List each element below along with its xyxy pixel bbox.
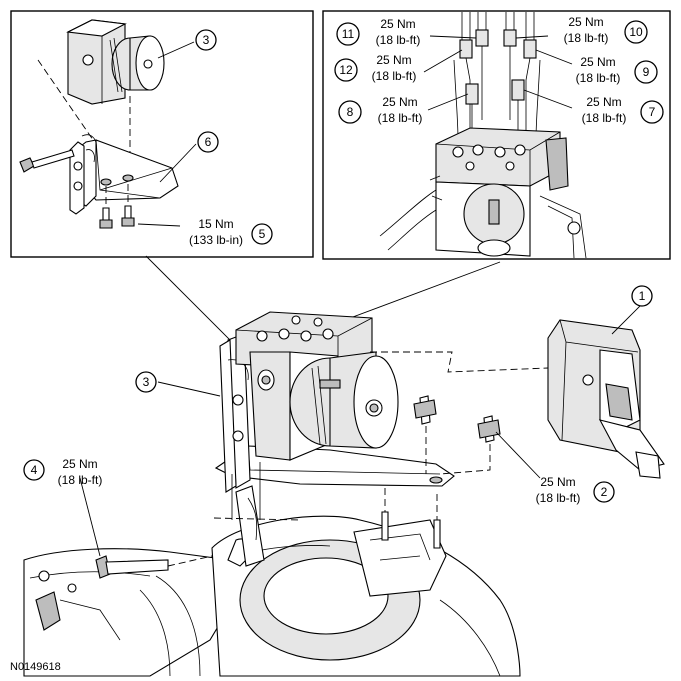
svg-text:9: 9 <box>643 65 650 79</box>
mounting-studs <box>381 488 441 549</box>
torque-2-imperial: (18 lb-ft) <box>536 491 581 505</box>
brake-tube-detail-inset <box>322 10 671 260</box>
inset-side-bolt <box>19 149 75 173</box>
callout-8: 8 25 Nm (18 lb-ft) <box>338 95 423 125</box>
inset-module-top <box>66 19 127 37</box>
subframe-and-crossmember <box>23 515 521 677</box>
leader-callout-3 <box>157 381 221 397</box>
torque-11-imperial: (18 lb-ft) <box>376 33 421 47</box>
torque-10-imperial: (18 lb-ft) <box>564 31 609 45</box>
bracket-nut-1 <box>413 395 437 474</box>
svg-text:6: 6 <box>205 135 212 149</box>
leader-callout-1 <box>611 303 643 335</box>
torque-2-metric: 25 Nm <box>540 475 575 489</box>
brake-tubes <box>453 12 541 141</box>
leader-callout-4 <box>79 477 101 557</box>
callout-2: 2 25 Nm (18 lb-ft) <box>536 475 615 505</box>
callout-6: 6 <box>197 131 219 153</box>
torque-11-metric: 25 Nm <box>380 17 415 31</box>
svg-text:4: 4 <box>31 463 38 477</box>
torque-12-imperial: (18 lb-ft) <box>372 69 417 83</box>
callout-5: 5 15 Nm (133 lb-in) <box>189 217 273 247</box>
callout-3-main: 3 <box>135 371 157 393</box>
torque-12-metric: 25 Nm <box>376 53 411 67</box>
callout-7: 7 25 Nm (18 lb-ft) <box>582 95 664 125</box>
svg-text:2: 2 <box>601 485 608 499</box>
svg-text:3: 3 <box>203 33 210 47</box>
torque-7-metric: 25 Nm <box>586 95 621 109</box>
torque-9-metric: 25 Nm <box>580 55 615 69</box>
callout-9: 9 25 Nm (18 lb-ft) <box>576 55 658 85</box>
bracket-detail-inset <box>10 10 314 258</box>
svg-text:11: 11 <box>342 27 355 41</box>
svg-text:10: 10 <box>629 25 643 39</box>
torque-10-metric: 25 Nm <box>568 15 603 29</box>
bracket-nut-2 <box>439 415 501 475</box>
svg-text:8: 8 <box>347 105 354 119</box>
torque-9-imperial: (18 lb-ft) <box>576 71 621 85</box>
svg-text:5: 5 <box>259 227 266 241</box>
callout-10: 10 25 Nm (18 lb-ft) <box>564 15 648 45</box>
torque-5-imperial: (133 lb-in) <box>189 233 243 247</box>
leader-callout-2 <box>495 431 541 479</box>
callout-4: 4 25 Nm (18 lb-ft) <box>23 457 103 487</box>
torque-4-imperial: (18 lb-ft) <box>58 473 103 487</box>
inset-bottom-bolt-2 <box>121 205 135 227</box>
torque-5-metric: 15 Nm <box>198 217 233 231</box>
main-exploded-view <box>23 255 665 677</box>
torque-7-imperial: (18 lb-ft) <box>582 111 627 125</box>
abs-module-block <box>249 351 291 461</box>
callout-11: 11 25 Nm (18 lb-ft) <box>336 17 421 47</box>
svg-text:12: 12 <box>339 63 353 77</box>
bolt-alignment-line <box>213 517 301 521</box>
torque-4-metric: 25 Nm <box>62 457 97 471</box>
callout-3-inset: 3 <box>195 29 217 51</box>
electronic-control-module <box>547 319 665 479</box>
svg-text:3: 3 <box>143 375 150 389</box>
inset-bottom-bolt-1 <box>99 207 113 229</box>
figure-code: N0149618 <box>10 661 61 673</box>
torque-8-metric: 25 Nm <box>382 95 417 109</box>
torque-8-imperial: (18 lb-ft) <box>378 111 423 125</box>
callout-1: 1 <box>631 285 653 307</box>
svg-text:7: 7 <box>649 105 656 119</box>
callout-12: 12 25 Nm (18 lb-ft) <box>334 53 417 83</box>
inset-connector <box>545 137 569 191</box>
abs-module <box>231 311 399 520</box>
inset-port <box>82 54 94 66</box>
svg-text:1: 1 <box>639 289 646 303</box>
ecu-alignment-line <box>370 351 549 373</box>
mounting-bolt <box>95 555 213 579</box>
